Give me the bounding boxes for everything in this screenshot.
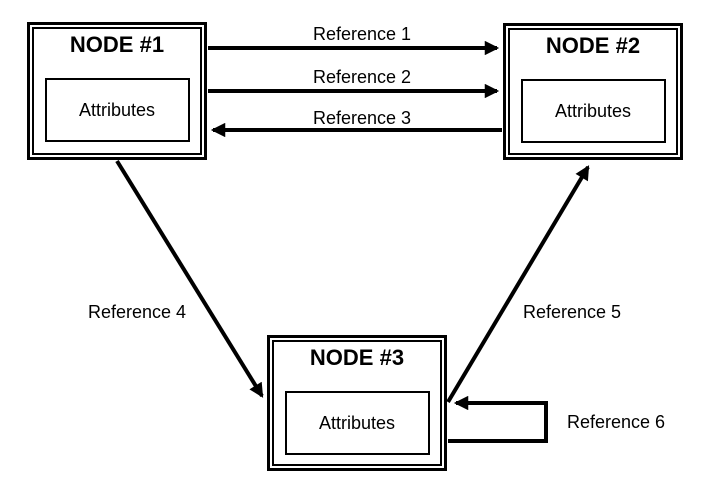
node-1-attributes-label: Attributes — [78, 99, 156, 120]
node-2-title: NODE #2 — [545, 33, 641, 58]
reference-5-label: Reference 5 — [522, 302, 622, 322]
node-3-frame: NODE #3 Attributes — [272, 340, 442, 466]
node-3-attributes-box: Attributes — [284, 391, 430, 455]
node-2-attributes-box: Attributes — [520, 79, 666, 143]
reference-1-label: Reference 1 — [312, 24, 412, 44]
node-2: NODE #2 Attributes — [503, 23, 683, 160]
reference-6-label: Reference 6 — [566, 412, 666, 432]
node-1-frame: NODE #1 Attributes — [32, 27, 202, 155]
arrow-reference-4 — [115, 159, 264, 398]
reference-4-label: Reference 4 — [87, 302, 187, 322]
node-1: NODE #1 Attributes — [27, 22, 207, 160]
node-2-frame: NODE #2 Attributes — [508, 28, 678, 155]
node-1-attributes-box: Attributes — [44, 78, 190, 142]
node-2-attributes-label: Attributes — [554, 100, 632, 121]
node-3-title: NODE #3 — [309, 345, 405, 370]
reference-2-label: Reference 2 — [312, 67, 412, 87]
reference-3-label: Reference 3 — [312, 108, 412, 128]
arrow-reference-5 — [446, 165, 590, 404]
node-1-title: NODE #1 — [69, 32, 165, 57]
node-3-attributes-label: Attributes — [318, 412, 396, 433]
node-3: NODE #3 Attributes — [267, 335, 447, 471]
arrow-reference-6-self-loop — [448, 395, 548, 443]
